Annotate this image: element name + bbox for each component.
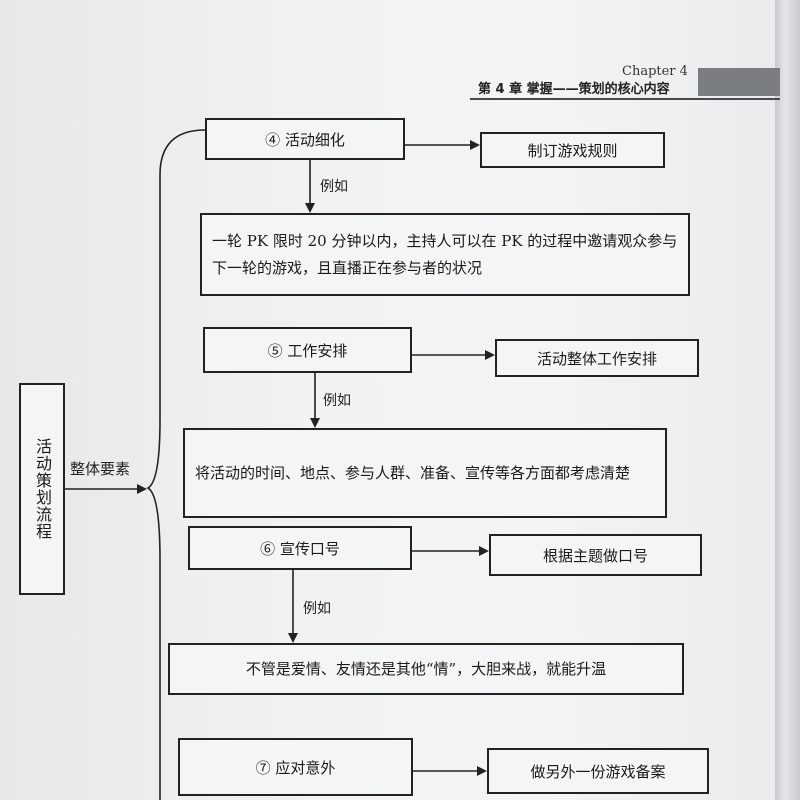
header-rule [470, 98, 780, 100]
step6-title: ⑥ 宣传口号 [260, 539, 340, 558]
branch-label: 整体要素 [70, 460, 131, 478]
step6-example-box: 不管是爱情、友情还是其他“情”，大胆来战，就能升温 [168, 643, 684, 695]
step4-title: ④ 活动细化 [265, 130, 345, 149]
step6-result: 根据主题做口号 [542, 546, 648, 565]
root-box: 活动策划流程 [19, 383, 65, 595]
step6-example-text: 不管是爱情、友情还是其他“情”，大胆来战，就能升温 [245, 659, 607, 678]
chapter-title: 第 4 章 掌握——策划的核心内容 [478, 82, 670, 97]
step6-box: ⑥ 宣传口号 [188, 526, 412, 570]
step5-result-box: 活动整体工作安排 [495, 339, 699, 377]
header-tab [698, 68, 780, 96]
step7-title: ⑦ 应对意外 [255, 758, 336, 777]
step4-example-box: 一轮 PK 限时 20 分钟以内，主持人可以在 PK 的过程中邀请观众参与下一轮… [200, 213, 690, 296]
step7-result: 做另外一份游戏备案 [530, 762, 666, 781]
step4-result: 制订游戏规则 [527, 141, 618, 160]
step7-result-box: 做另外一份游戏备案 [487, 748, 709, 794]
step5-box: ⑤ 工作安排 [203, 327, 412, 373]
step5-result: 活动整体工作安排 [536, 349, 657, 368]
step6-result-box: 根据主题做口号 [489, 534, 702, 576]
step6-example-label: 例如 [303, 601, 331, 617]
page-edge [775, 0, 800, 800]
step4-example-text: 一轮 PK 限时 20 分钟以内，主持人可以在 PK 的过程中邀请观众参与下一轮… [212, 231, 678, 277]
root-label: 活动策划流程 [33, 438, 52, 540]
step5-example-label: 例如 [323, 393, 351, 409]
chapter-header: Chapter 4 第 4 章 掌握——策划的核心内容 [470, 62, 780, 102]
step4-box: ④ 活动细化 [205, 118, 405, 160]
step5-example-text: 将活动的时间、地点、参与人群、准备、宣传等各方面都考虑清楚 [195, 463, 631, 482]
step5-example-box: 将活动的时间、地点、参与人群、准备、宣传等各方面都考虑清楚 [183, 428, 667, 518]
chapter-english: Chapter 4 [622, 64, 688, 79]
step4-example-label: 例如 [320, 179, 348, 195]
step4-result-box: 制订游戏规则 [480, 132, 665, 168]
step7-box: ⑦ 应对意外 [178, 738, 413, 796]
step5-title: ⑤ 工作安排 [267, 341, 348, 360]
brace-line [146, 129, 206, 800]
